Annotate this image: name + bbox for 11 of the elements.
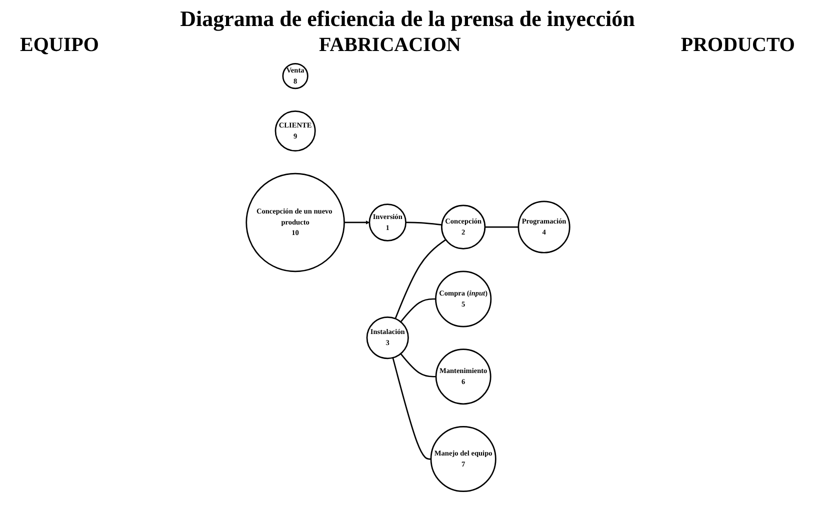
column-heading: PRODUCTO xyxy=(680,34,795,57)
diagram-title: Diagrama de eficiencia de la prensa de inyección xyxy=(179,6,636,32)
column-heading: FABRICACION xyxy=(318,34,461,57)
connector xyxy=(394,238,446,318)
connector xyxy=(400,352,436,377)
column-heading: EQUIPO xyxy=(20,34,99,57)
connector xyxy=(484,226,518,228)
connector xyxy=(400,298,436,322)
connector xyxy=(392,357,430,460)
connector xyxy=(405,221,442,225)
arrow xyxy=(344,220,370,224)
